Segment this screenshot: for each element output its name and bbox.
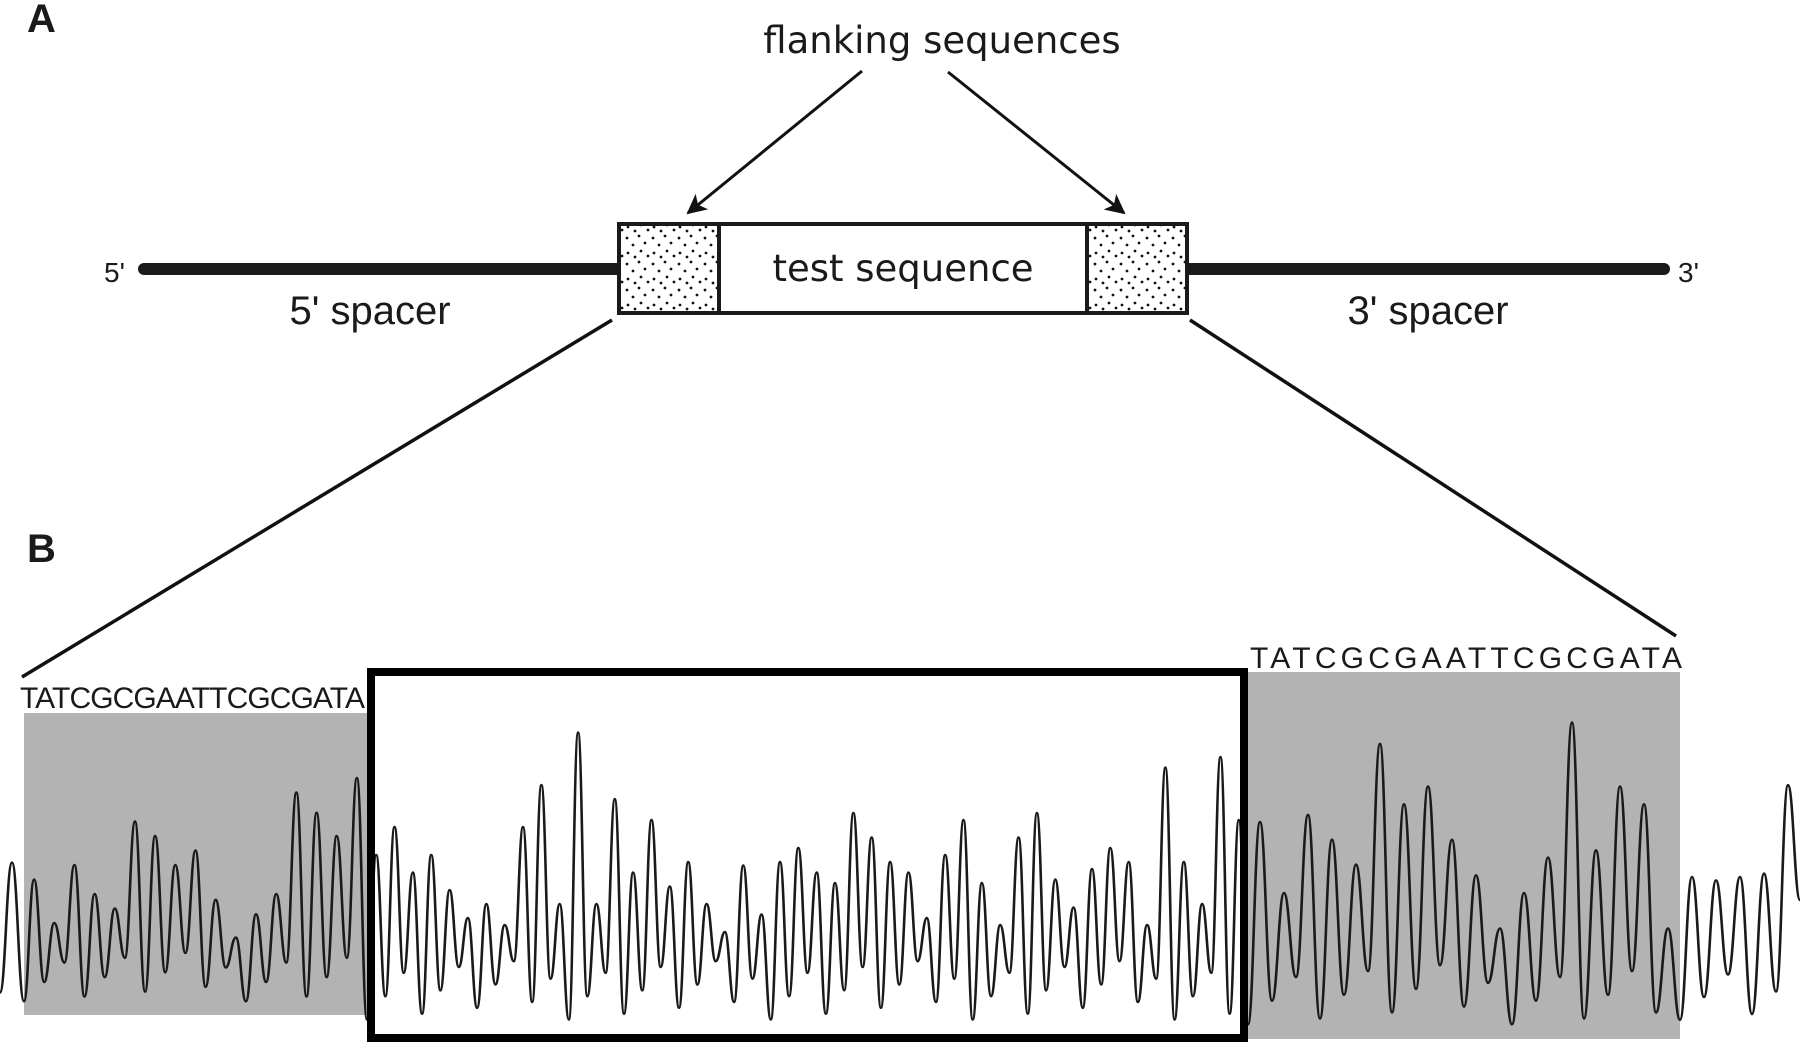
left-flank-shade [24, 713, 367, 1015]
chromatogram-trace [0, 721, 1800, 1026]
three-prime-spacer-label: 3' spacer [1347, 289, 1508, 333]
flanking-sequences-label: flanking sequences [763, 19, 1120, 62]
right-flank-shade [1248, 672, 1680, 1039]
five-prime-end-label: 5' [104, 257, 125, 288]
test-sequence-label: test sequence [772, 247, 1033, 290]
panel-b: B TATCGCGAATTCGCGATA TATCGCGAATTCGCGATA [0, 527, 1800, 1042]
zoom-line-left [21, 318, 613, 679]
panel-a-label: A [27, 0, 56, 41]
panel-a: A flanking sequences 5' 3' test sequence… [21, 0, 1699, 679]
test-sequence-box [367, 668, 1248, 1042]
three-prime-end-label: 3' [1678, 257, 1699, 288]
arrow-to-right-flank [947, 70, 1126, 215]
zoom-line-right [1189, 318, 1677, 638]
five-prime-spacer-label: 5' spacer [289, 289, 450, 333]
right-flank-sequence: TATCGCGAATTCGCGATA [1250, 642, 1682, 675]
panel-b-label: B [27, 527, 56, 571]
left-flank-sequence: TATCGCGAATTCGCGATA [20, 682, 365, 715]
right-flanking-region [1085, 222, 1189, 315]
arrow-to-left-flank [686, 69, 863, 215]
left-flanking-region [617, 222, 721, 315]
